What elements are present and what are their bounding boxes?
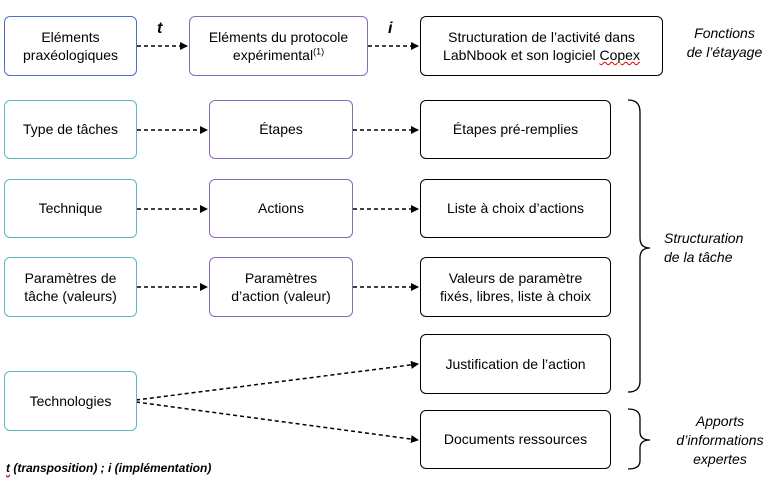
actions-box: Actions <box>209 179 353 238</box>
structuration-line2: de la tâche <box>664 248 733 265</box>
documents-box: Documents ressources <box>420 410 611 469</box>
documents-text: Documents ressources <box>443 431 588 448</box>
apports-line1: Apports <box>695 413 745 429</box>
labnbook-line2: LabNbook et son logiciel <box>443 47 600 63</box>
labnbook-line1: Structuration de l’activité dans <box>448 28 635 45</box>
type-taches-box: Type de tâches <box>4 100 137 159</box>
arrow-techno-justification <box>135 360 419 401</box>
technique-text: Technique <box>38 200 103 217</box>
label-t: t <box>157 20 163 37</box>
legend-text: (transposition) ; i (implémentation) <box>10 461 212 475</box>
structuration-label: Structuration de la tâche <box>664 229 764 267</box>
apports-line3: expertes <box>693 450 747 467</box>
protocole-box: Eléments du protocole expérimental(1) <box>189 16 368 76</box>
liste-actions-text: Liste à choix d’actions <box>447 200 584 217</box>
type-taches-text: Type de tâches <box>23 121 118 138</box>
apports-line2: d’informations <box>676 431 764 448</box>
valeurs-line2: fixés, libres, liste à choix <box>440 288 591 304</box>
apports-label: Apports d’informations expertes <box>664 412 776 469</box>
praxeo-box: Eléments praxéologiques <box>4 16 137 76</box>
etapes-pre-text: Étapes pré-remplies <box>452 121 579 138</box>
fonctions-line2: de l’étayage <box>686 43 763 60</box>
valeurs-box: Valeurs de paramètre fixés, libres, liste… <box>420 257 611 317</box>
structuration-line1: Structuration <box>664 230 744 246</box>
param-action-line1: Paramètres <box>244 269 318 286</box>
brace-apports <box>627 408 651 470</box>
label-i: i <box>388 20 393 37</box>
protocole-sup: (1) <box>313 46 325 57</box>
parametres-line1: Paramètres de <box>24 269 117 286</box>
liste-actions-box: Liste à choix d’actions <box>420 179 611 238</box>
parametres-line2: tâche (valeurs) <box>24 288 117 304</box>
etapes-pre-box: Étapes pré-remplies <box>420 100 611 159</box>
arrow-techno-documents <box>135 401 419 444</box>
brace-structuration <box>627 99 651 393</box>
parametres-box: Paramètres de tâche (valeurs) <box>4 257 137 317</box>
actions-text: Actions <box>258 200 304 217</box>
legend-t: t <box>6 461 10 475</box>
technologies-text: Technologies <box>29 392 112 409</box>
param-action-box: Paramètres d’action (valeur) <box>209 257 353 317</box>
fonctions-line1: Fonctions <box>694 25 755 41</box>
praxeo-line1: Eléments <box>41 28 100 45</box>
etapes-box: Étapes <box>209 100 353 159</box>
param-action-line2: d’action (valeur) <box>231 288 331 304</box>
valeurs-line1: Valeurs de paramètre <box>448 269 583 286</box>
justification-box: Justification de l’action <box>420 334 611 394</box>
praxeo-line2: praxéologiques <box>23 47 118 63</box>
justification-text: Justification de l’action <box>445 355 586 372</box>
copex-word: Copex <box>599 47 640 63</box>
fonctions-label: Fonctions de l’étayage <box>672 24 777 62</box>
legend: t (transposition) ; i (implémentation) <box>6 461 211 475</box>
etapes-text: Étapes <box>259 121 303 138</box>
technique-box: Technique <box>4 179 137 238</box>
protocole-line1: Eléments du protocole <box>208 28 349 45</box>
protocole-line2: expérimental <box>232 47 314 63</box>
technologies-box: Technologies <box>4 371 137 431</box>
